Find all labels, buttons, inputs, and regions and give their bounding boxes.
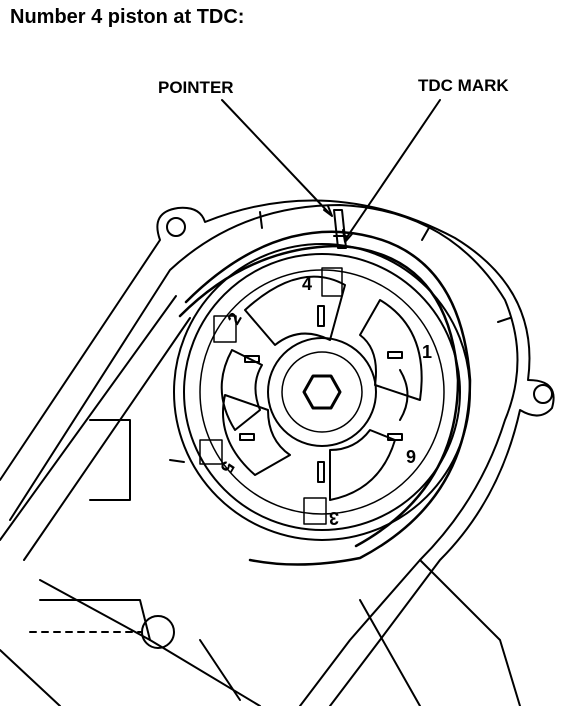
cylinder-number-6: 6 xyxy=(406,446,416,466)
center-bolt xyxy=(302,374,342,410)
pointer-label: POINTER xyxy=(158,78,234,97)
cylinder-number-3: 3 xyxy=(329,508,339,528)
camshaft-pulley xyxy=(173,243,471,541)
mount-hole-right xyxy=(533,384,553,404)
page-title: Number 4 piston at TDC: xyxy=(10,6,245,28)
pulley-hub xyxy=(267,337,377,447)
tdc-leader xyxy=(344,99,441,241)
cylinder-number-4: 4 xyxy=(302,274,312,294)
mount-hole-left xyxy=(166,217,186,237)
belt-cover xyxy=(0,199,555,706)
cylinder-number-2: 2 xyxy=(223,309,245,328)
tdc-mark-label: TDC MARK xyxy=(418,76,509,95)
leader-lines xyxy=(221,99,441,243)
cylinder-number-1: 1 xyxy=(422,342,432,362)
lower-bolt xyxy=(141,615,175,649)
engine-block xyxy=(0,419,521,706)
pointer-leader xyxy=(221,99,331,215)
cylinder-number-5: 5 xyxy=(216,458,238,477)
